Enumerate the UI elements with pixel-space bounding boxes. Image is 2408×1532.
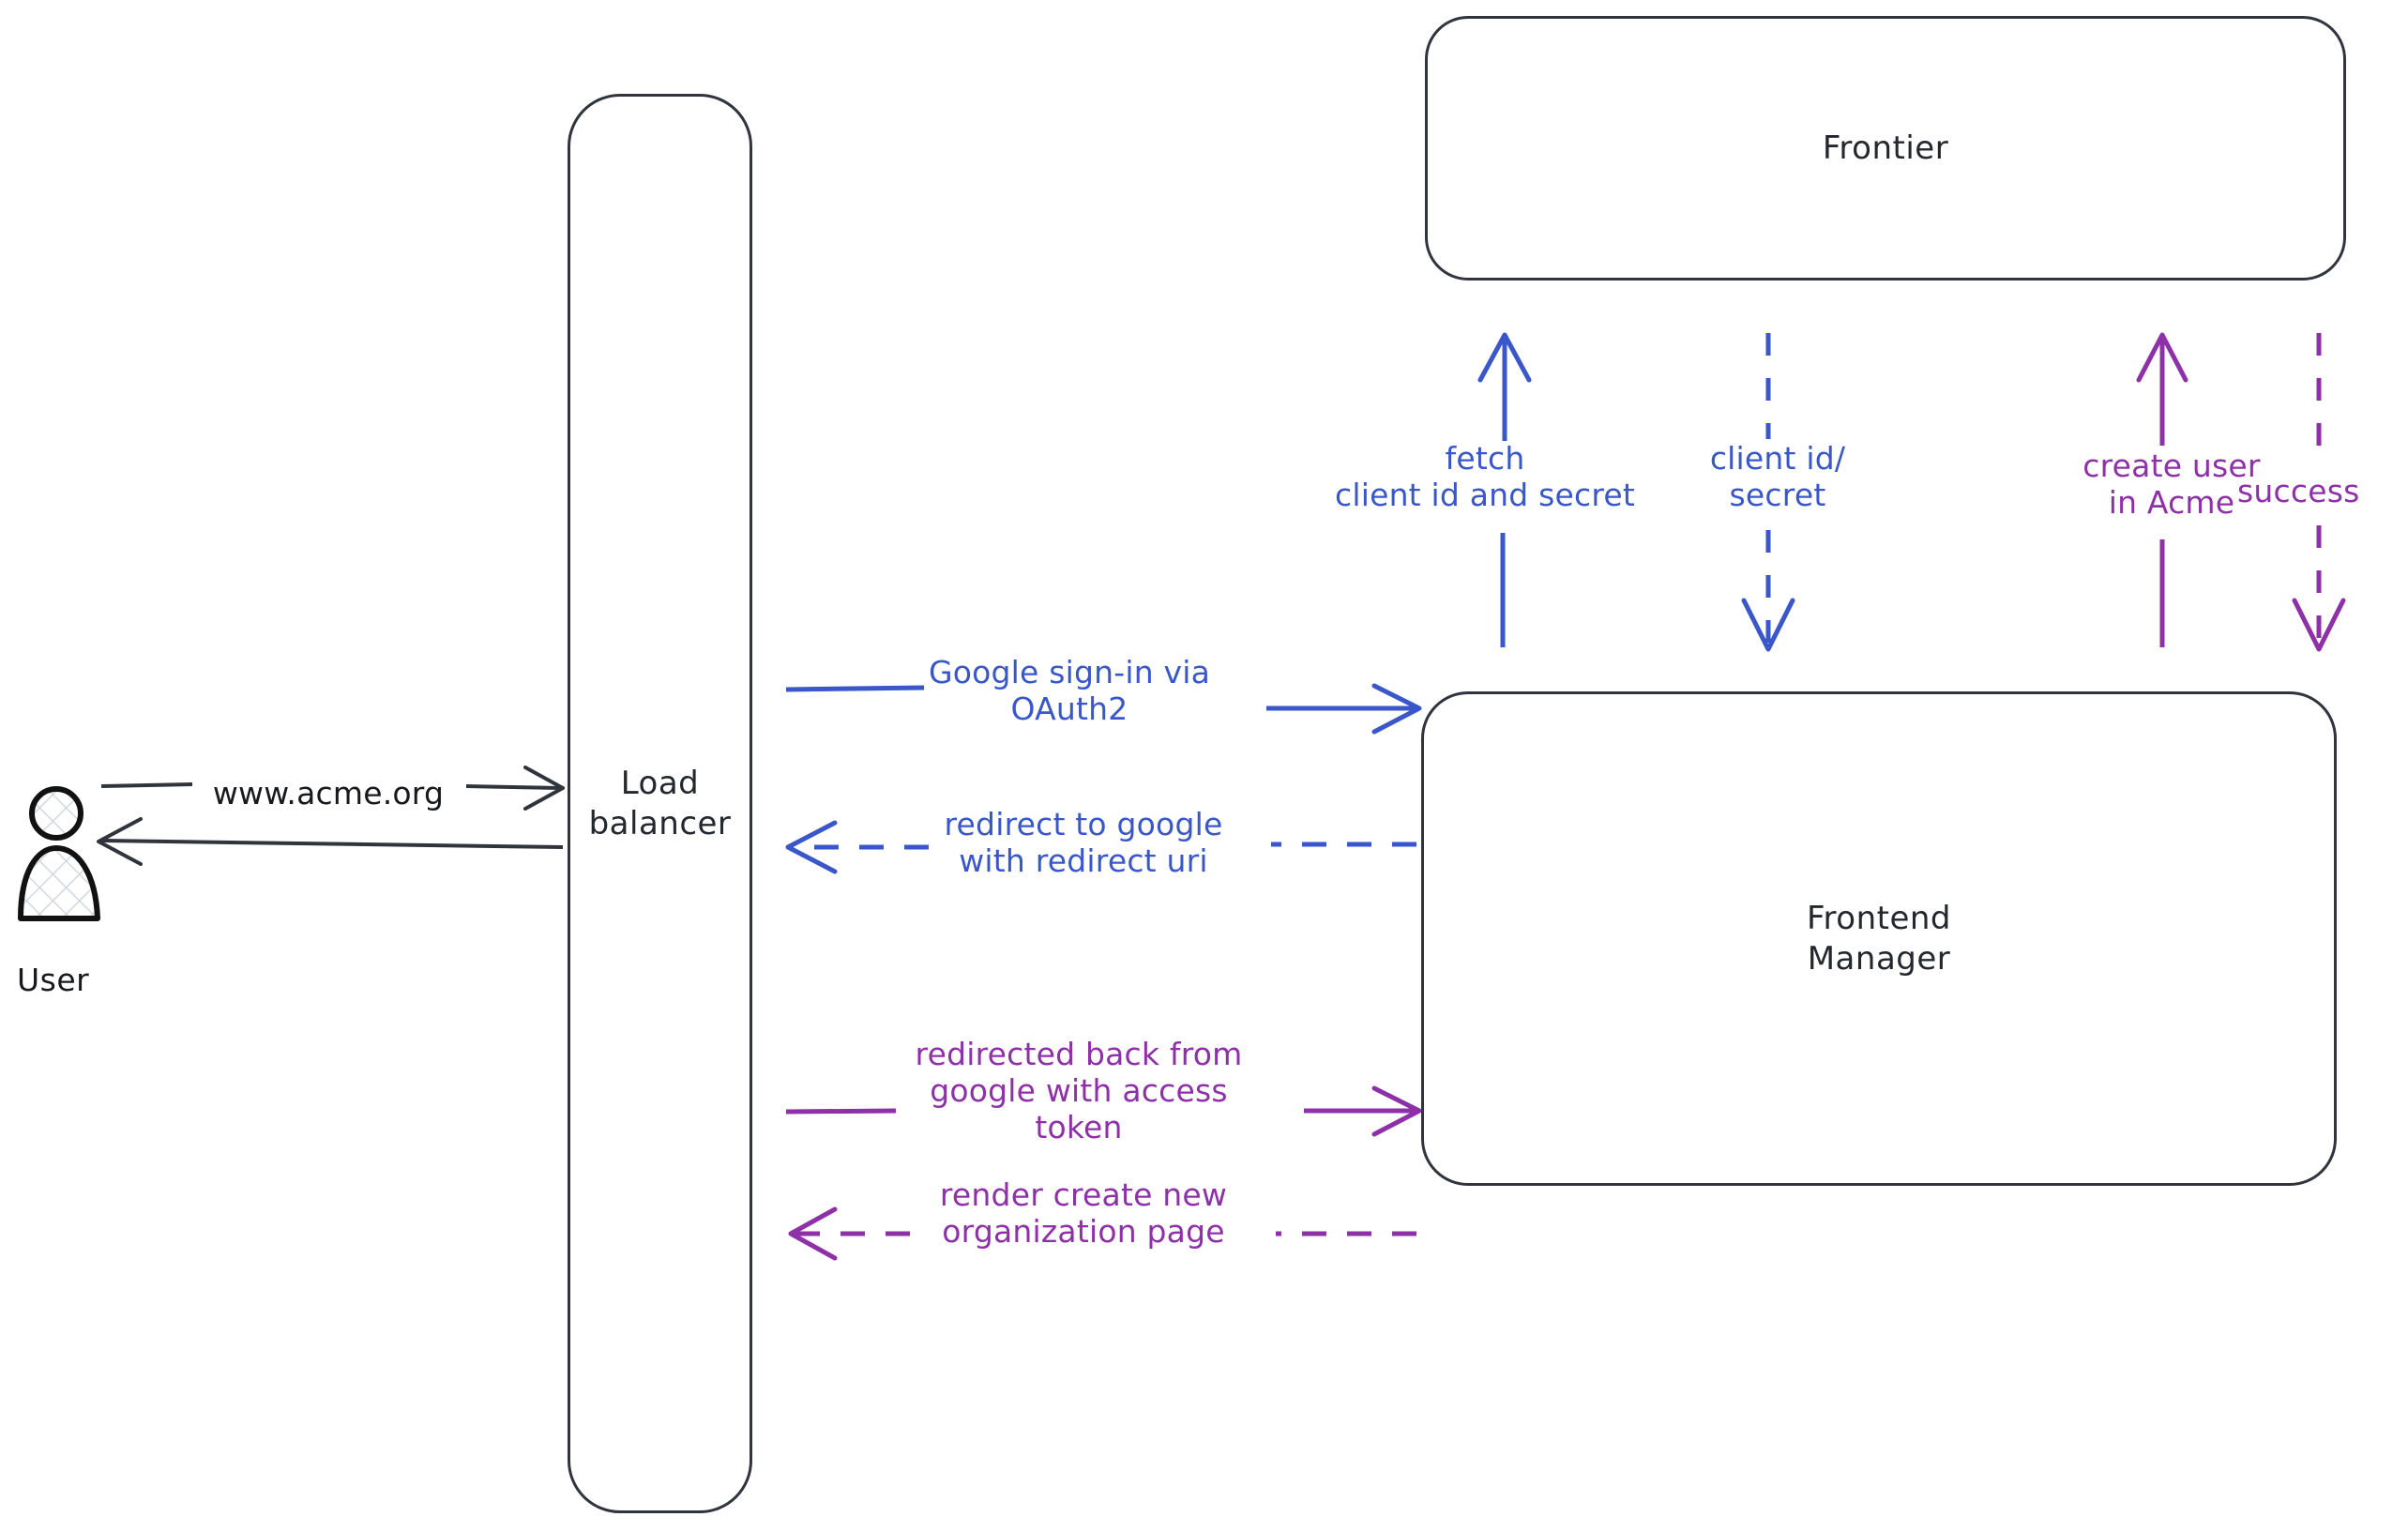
edge-label-redirect-to-google: redirect to google with redirect uri <box>944 806 1223 879</box>
node-frontier[interactable]: Frontier <box>1425 16 2346 281</box>
node-load-balancer-label: Load balancer <box>588 765 732 842</box>
node-frontend-manager[interactable]: Frontend Manager <box>1421 691 2337 1186</box>
edge-label-fetch-client-id: fetch client id and secret <box>1334 440 1636 513</box>
edge-lb-to-user <box>97 817 564 866</box>
edge-label-create-user-in-acme: create user in Acme <box>2082 447 2261 521</box>
person-icon <box>18 786 100 921</box>
edge-label-google-signin: Google sign-in via OAuth2 <box>928 654 1211 727</box>
node-frontier-label: Frontier <box>1822 129 1949 167</box>
node-frontend-manager-label: Frontend Manager <box>1806 900 1952 978</box>
edge-label-client-id-secret: client id/ secret <box>1709 440 1846 513</box>
user-actor[interactable] <box>13 781 126 949</box>
edge-label-redirected-back: redirected back from google with access … <box>915 1036 1243 1145</box>
node-load-balancer[interactable]: Load balancer <box>568 94 752 1513</box>
edge-label-render-create-org: render create new organization page <box>939 1176 1228 1250</box>
edge-label-success: success <box>2237 473 2360 509</box>
user-actor-label: User <box>17 962 90 998</box>
edge-label-user-to-lb: www.acme.org <box>212 775 445 812</box>
